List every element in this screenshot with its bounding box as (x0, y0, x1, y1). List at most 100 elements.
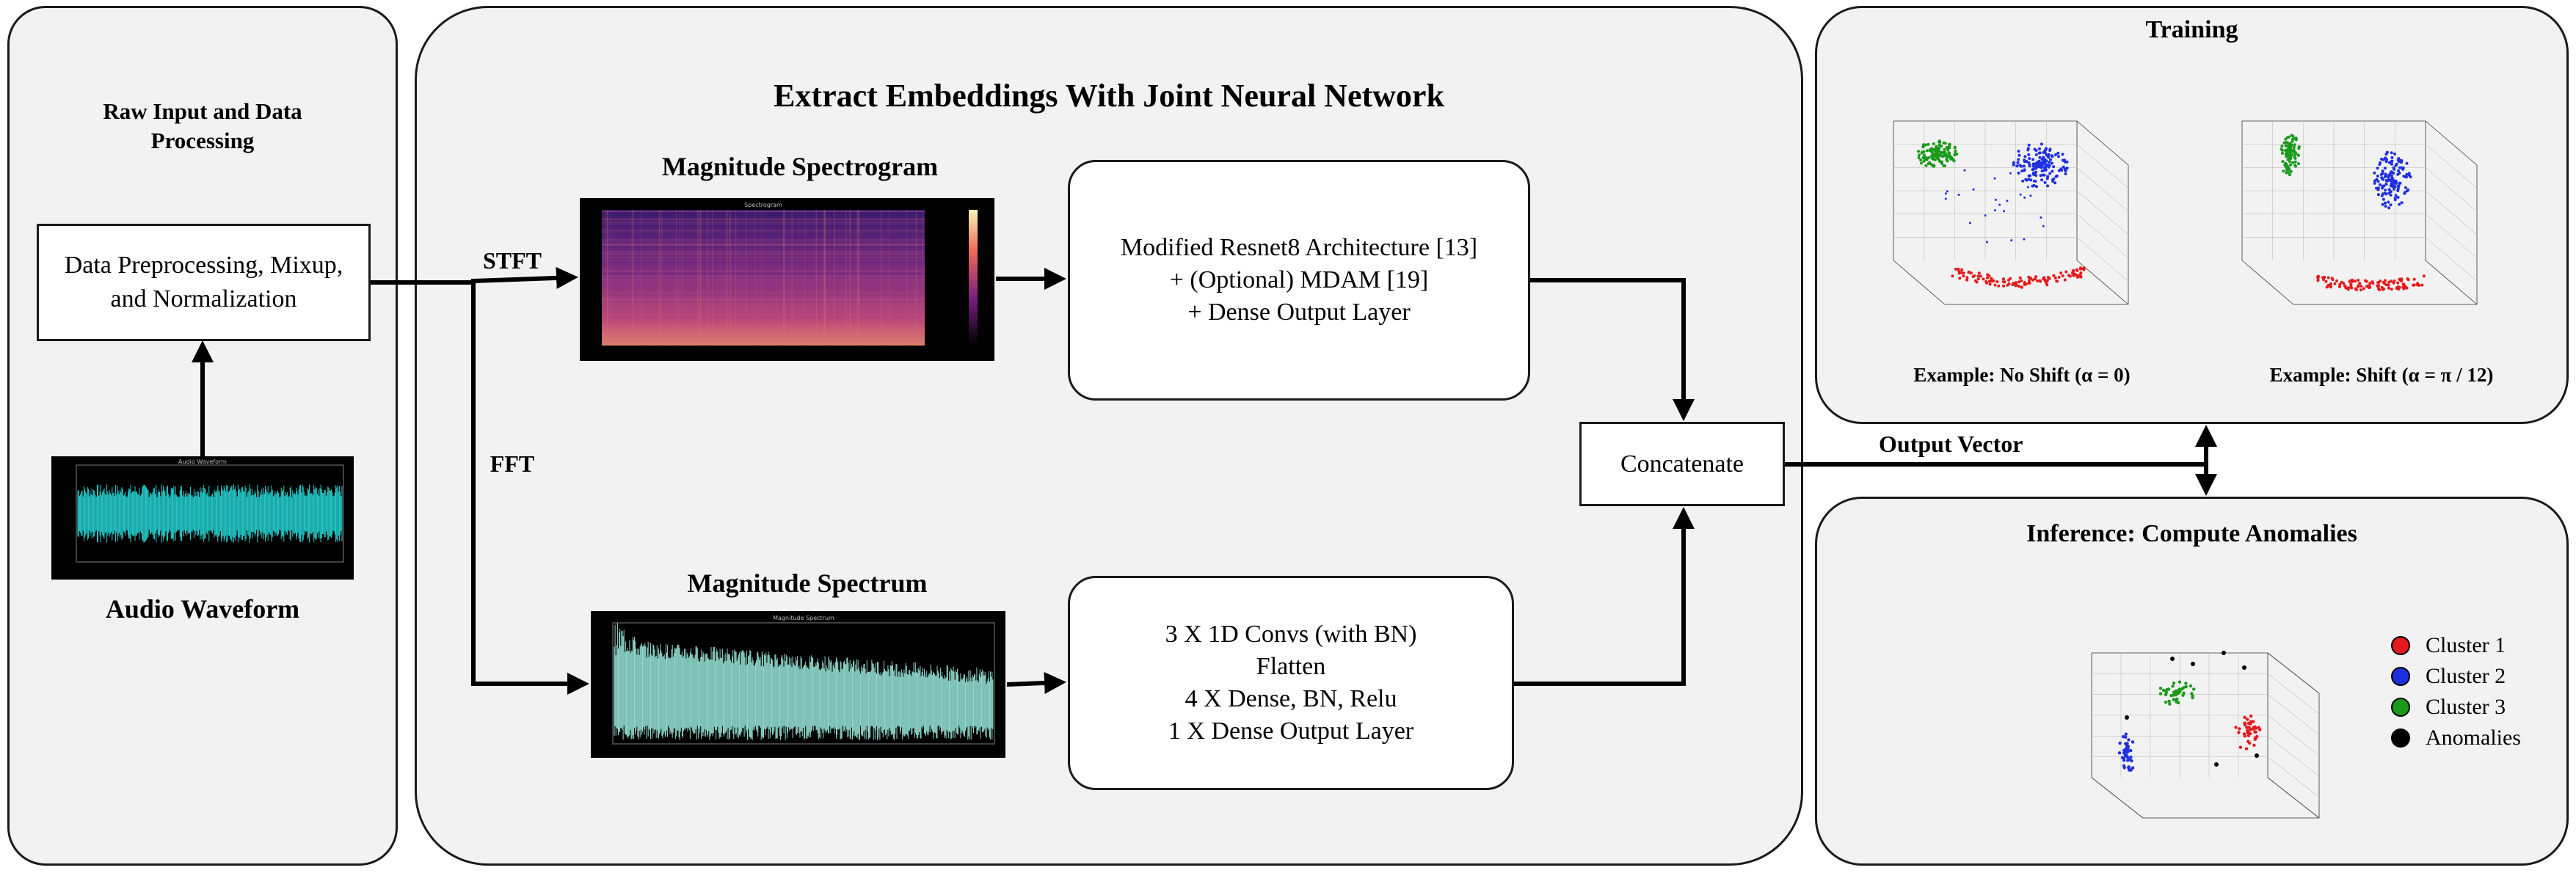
anomaly-point (2242, 665, 2246, 670)
scatter-point (1985, 276, 1989, 280)
scatter-point (2049, 158, 2052, 161)
scatter-point (2177, 680, 2182, 684)
stft-label: STFT (482, 247, 542, 274)
scatter-point (2064, 169, 2067, 172)
scatter-point (2051, 155, 2054, 158)
scatter-point (2040, 164, 2043, 167)
legend-marker-cluster-1 (2391, 636, 2410, 655)
scatter-point (2244, 747, 2249, 750)
scatter-point (2382, 197, 2385, 201)
scatter-point (2281, 160, 2285, 164)
scatter-point (2048, 161, 2051, 164)
scatter-point (2001, 280, 2005, 284)
scatter-point (2349, 285, 2353, 289)
scatter-point (2128, 758, 2131, 761)
scatter-point (2064, 270, 2068, 274)
scatter-point (2377, 287, 2381, 291)
grid-line (2076, 190, 2129, 235)
scatter-point (2012, 282, 2015, 286)
scatter-point (2158, 692, 2163, 695)
scatter-point (2029, 277, 2032, 280)
legend-item-anomalies: Anomalies (2391, 725, 2560, 754)
scatter-point (2023, 282, 2026, 286)
grid-line (2076, 167, 2129, 212)
scatter-point (1985, 241, 1988, 244)
scatter-point (2079, 275, 2083, 279)
scatter-point (2380, 176, 2384, 180)
training-title: Training (2145, 16, 2238, 43)
scatter-point (2017, 280, 2021, 284)
scatter-point (2387, 173, 2391, 177)
scatter-point (1993, 283, 1997, 287)
scatter-point (1968, 222, 1971, 224)
scatter-point (2326, 276, 2330, 280)
anomaly-point (2125, 715, 2129, 720)
training-panel (1815, 6, 2569, 424)
scatter-point (2284, 137, 2288, 141)
scatter-point (2040, 178, 2044, 182)
grid-line (2267, 673, 2320, 715)
scatter-point (2172, 693, 2175, 697)
scatter-point (2062, 165, 2065, 169)
scatter-point (2397, 185, 2401, 189)
scatter-point (1917, 153, 1921, 157)
spectrum-title: Magnitude Spectrum (687, 569, 928, 598)
scatter-point (2393, 167, 2396, 171)
scatter-point (2335, 279, 2338, 282)
scatter-point (1935, 150, 1939, 154)
scatter-point (2129, 748, 2133, 753)
scatter-point (2400, 159, 2404, 162)
scatter-point (1946, 190, 1949, 193)
arrow-resnet-to-concat (1530, 278, 1695, 421)
scatter-point (2015, 164, 2019, 168)
scatter-point (2018, 276, 2022, 280)
scatter-point (2127, 738, 2131, 742)
axis-edge (1893, 260, 1946, 305)
scatter-point (1954, 267, 1957, 271)
scatter-point (2248, 741, 2252, 745)
scatter-point (2293, 156, 2296, 159)
scatter-point (2378, 163, 2382, 166)
scatter-point (1940, 145, 1943, 148)
scatter-point (2131, 740, 2135, 744)
scatter-point (2398, 202, 2401, 206)
scatter-point (2075, 275, 2079, 279)
scatter-point (2376, 167, 2379, 170)
scatter-point (2014, 284, 2017, 288)
legend-item-cluster-3: Cluster 3 (2391, 694, 2560, 723)
scatter-point (2400, 277, 2404, 281)
scatter-point (2158, 687, 2163, 690)
scatter-point (1962, 274, 1965, 278)
scatter-point (2009, 172, 2012, 175)
scatter-point (2393, 181, 2395, 185)
scatter-point (2009, 277, 2012, 280)
scatter-point (2019, 193, 2022, 196)
scatter-point (2048, 172, 2052, 175)
scatter-point (2027, 143, 2031, 147)
scatter-point (2329, 285, 2332, 289)
scatter-point (2384, 172, 2387, 176)
scatter-point (2392, 172, 2395, 175)
inference-panel (1815, 497, 2569, 866)
scatter-point (2393, 187, 2395, 191)
legend-label-anomalies: Anomalies (2426, 726, 2521, 750)
scatter-point (1921, 145, 1925, 149)
scatter-point (1922, 156, 1926, 160)
scatter-point (2409, 175, 2412, 179)
arrow-conv-to-concat (1514, 507, 1695, 686)
scatter-point (1917, 150, 1920, 153)
scatter-point (2387, 286, 2390, 290)
scatter-point (2382, 192, 2384, 196)
grid-line (2425, 213, 2478, 258)
scatter-point (1957, 194, 1960, 196)
scatter-point (2389, 203, 2393, 207)
scatter-point (2131, 766, 2135, 770)
spectrogram-title: Magnitude Spectrogram (661, 152, 939, 181)
scatter-point (2393, 179, 2395, 183)
scatter-point (2390, 280, 2393, 283)
scatter-point (1947, 154, 1951, 158)
scatter-point (2380, 157, 2384, 161)
scatter-point (2168, 702, 2172, 706)
scatter-point (2057, 275, 2061, 279)
scatter-point (1994, 209, 1996, 212)
